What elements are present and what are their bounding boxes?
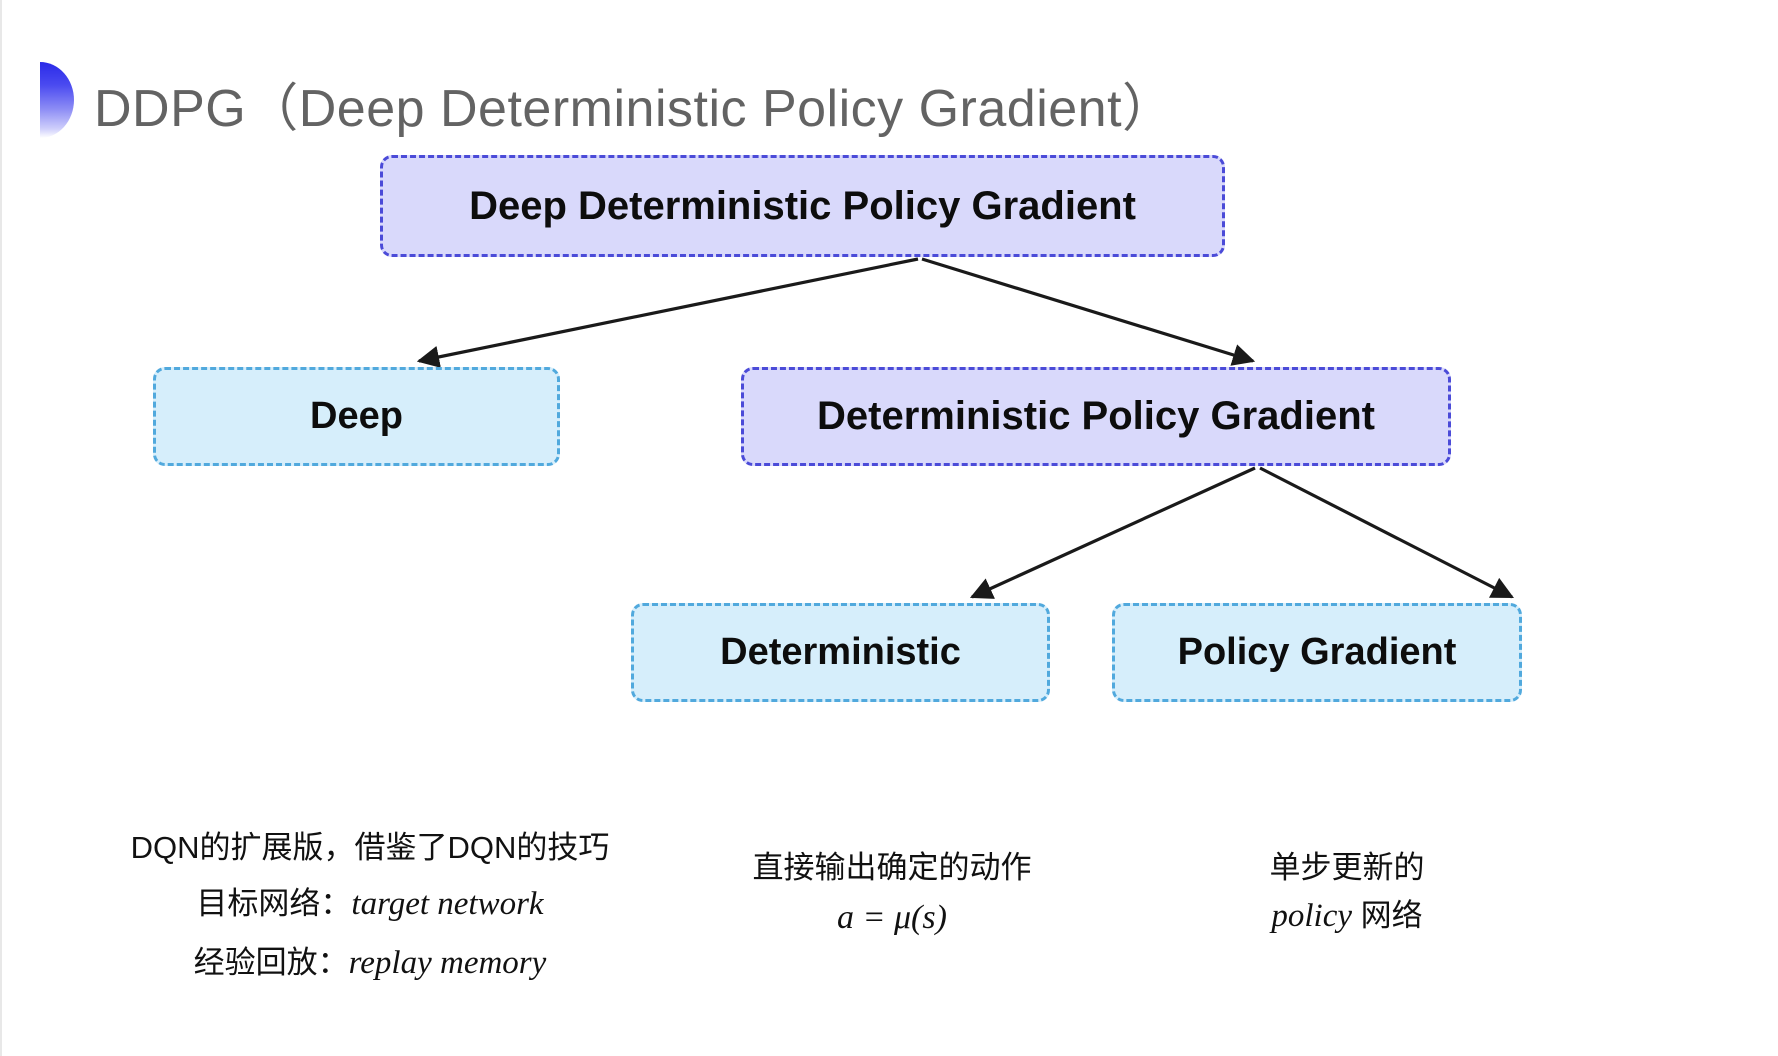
gradient-half-circle-icon: [40, 62, 74, 138]
page-title: DDPG（Deep Deterministic Policy Gradient）: [94, 80, 1175, 138]
arrow-dpg-to-deterministic: [969, 466, 1256, 599]
caption-policy-gradient-term: policy: [1271, 897, 1352, 934]
caption-policy-gradient-line2: policy 网络: [1147, 892, 1547, 942]
node-deep-deterministic-policy-gradient[interactable]: Deep Deterministic Policy Gradient: [380, 155, 1225, 257]
caption-deep-line2: 目标网络：target network: [110, 875, 630, 934]
caption-deterministic-line1: 直接输出确定的动作: [752, 850, 1032, 885]
caption-deep-line3-label: 经验回放：: [193, 944, 349, 980]
caption-policy-gradient-line1: 单步更新的: [1269, 850, 1425, 885]
node-deep[interactable]: Deep: [153, 367, 560, 466]
caption-deterministic: 直接输出确定的动作 a = μ(s): [692, 845, 1092, 943]
arrow-dpg-to-policy-gradient: [1259, 466, 1514, 599]
caption-policy-gradient: 单步更新的 policy 网络: [1147, 845, 1547, 941]
caption-deep-line2-term: target network: [351, 886, 544, 923]
caption-deep-line2-label: 目标网络：: [196, 886, 352, 922]
node-deterministic[interactable]: Deterministic: [631, 603, 1050, 702]
node-deterministic-policy-gradient[interactable]: Deterministic Policy Gradient: [741, 367, 1451, 466]
arrow-root-to-dpg: [921, 257, 1256, 366]
arrow-root-to-deep: [416, 257, 919, 368]
caption-deep-line3: 经验回放：replay memory: [110, 934, 630, 993]
caption-deep: DQN的扩展版，借鉴了DQN的技巧 目标网络：target network 经验…: [110, 820, 630, 993]
caption-deep-line3-term: replay memory: [348, 944, 547, 981]
node-policy-gradient[interactable]: Policy Gradient: [1112, 603, 1522, 702]
caption-deep-line1: DQN的扩展版，借鉴了DQN的技巧: [130, 830, 610, 865]
caption-policy-gradient-suffix: 网络: [1352, 897, 1423, 933]
caption-deterministic-formula: a = μ(s): [837, 898, 947, 936]
